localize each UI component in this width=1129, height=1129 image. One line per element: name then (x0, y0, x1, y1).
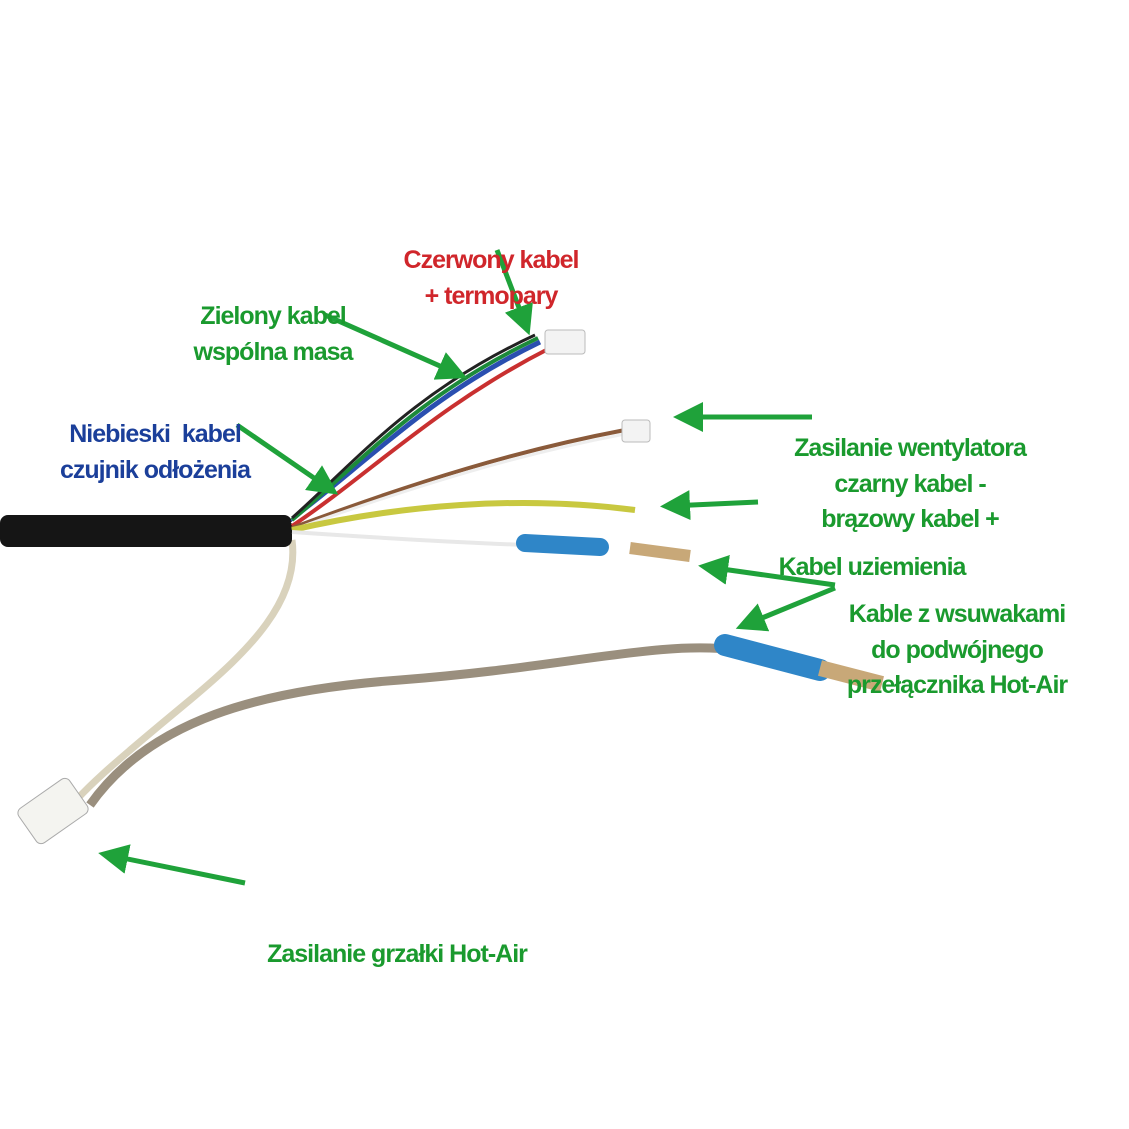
blue-sleeve-upper (516, 534, 609, 556)
grey-brown-wire (86, 643, 736, 808)
arrow-switch-1 (698, 554, 836, 588)
thermocouple-connector (544, 329, 586, 355)
beige-wire (57, 539, 297, 822)
arrow-ground (660, 490, 759, 521)
arrow-switch-2 (735, 585, 836, 632)
ground-wire (291, 499, 636, 533)
spade-terminal-lower (818, 660, 884, 692)
label-heater-power: Zasilanie grzałki Hot-Air (267, 940, 528, 968)
blue-sleeve-lower (714, 634, 831, 681)
label-earth: Kabel uziemienia (778, 553, 967, 581)
arrow-red (494, 249, 533, 336)
label-red-thermocouple: Czerwony kabel+ termopary (403, 246, 580, 310)
black-cable (0, 515, 292, 547)
arrow-blue (235, 422, 339, 495)
arrow-heater (98, 844, 246, 886)
fan-connector (621, 419, 651, 443)
heater-connector (17, 777, 89, 845)
spade-terminal-upper (629, 542, 691, 562)
arrow-green (323, 312, 468, 380)
